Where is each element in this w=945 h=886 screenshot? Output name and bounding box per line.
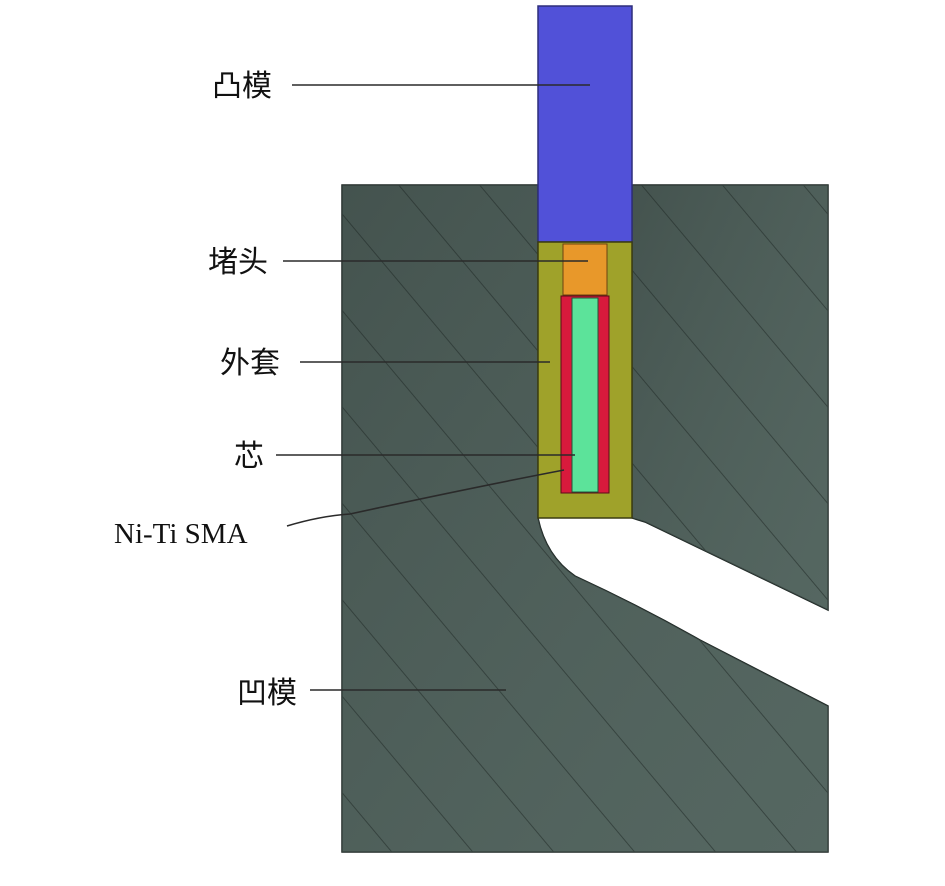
leader-lines <box>276 84 590 691</box>
die <box>341 184 829 853</box>
label-punch: 凸模 <box>212 69 272 104</box>
punch <box>537 5 633 243</box>
label-plug: 堵头 <box>208 245 268 280</box>
label-outer-sleeve: 外套 <box>220 346 280 381</box>
label-core: 芯 <box>234 439 264 474</box>
die-right-shading <box>632 185 828 610</box>
plug <box>562 243 608 296</box>
die-left-shading <box>342 185 828 852</box>
label-ni-ti-sma: Ni-Ti SMA <box>114 518 248 550</box>
core <box>571 297 599 493</box>
leader-ni-ti-sma <box>286 469 565 527</box>
label-die: 凹模 <box>237 676 297 711</box>
